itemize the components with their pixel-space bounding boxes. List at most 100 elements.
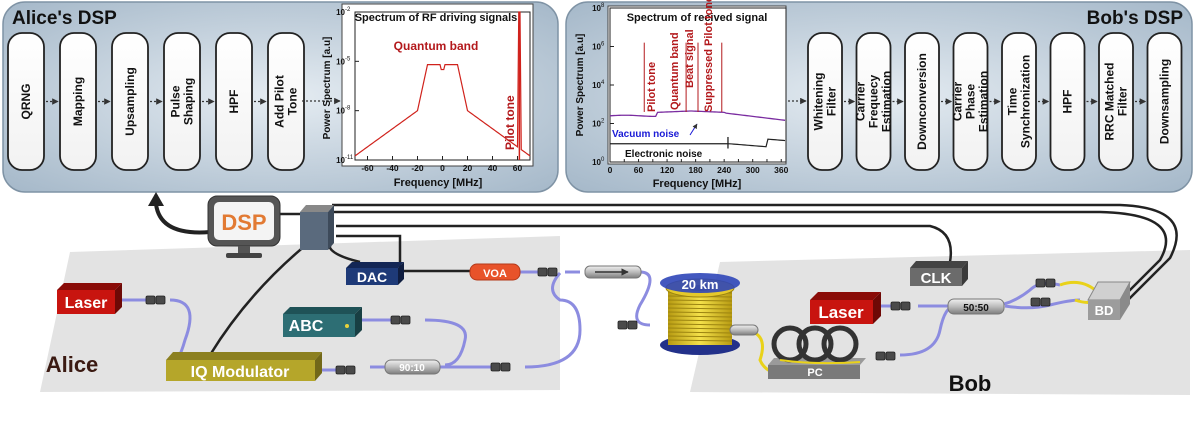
iq-modulator: IQ Modulator: [166, 352, 322, 381]
fiber-connector: [1035, 278, 1046, 288]
dsp-screen-label: DSP: [221, 210, 266, 235]
fiber-connector: [490, 362, 501, 372]
bob-ytick-exponent: 6: [601, 42, 605, 48]
dsp-block-label: Frequecy: [867, 74, 881, 128]
fiber-connector: [547, 267, 558, 277]
bob-label: Bob: [949, 371, 992, 396]
coupler-50-50: 50:50: [947, 298, 1005, 315]
dsp-computer: DSP: [207, 195, 281, 258]
alice-ytick-label: 10: [336, 8, 345, 17]
alice-xtick-label: 60: [513, 163, 523, 173]
dsp-block-label: HPF: [1061, 90, 1075, 114]
bd-label: BD: [1095, 303, 1114, 318]
fiber-connector: [1040, 297, 1051, 307]
bob-xtick-label: 180: [689, 165, 703, 175]
fiber-connector: [400, 315, 411, 325]
alice-ytick-exponent: -5: [345, 56, 351, 62]
dac-device: DAC: [346, 262, 404, 285]
alice-ytick-label: 10: [336, 57, 345, 66]
pc-label: PC: [807, 367, 822, 379]
clk-device: CLK: [910, 261, 968, 287]
coupler-50-50-label: 50:50: [963, 303, 989, 314]
coupler-90-10-label: 90:10: [399, 363, 425, 374]
alice-chart-ylabel: Power Spectrum [a.u]: [322, 37, 333, 140]
alice-chart-title: Spectrum of RF driving signals: [355, 12, 518, 24]
bob-chart-xlabel: Frequency [MHz]: [653, 178, 742, 190]
dsp-block-label: Filter: [825, 87, 839, 117]
fiber-connector: [390, 315, 401, 325]
fiber-connector: [900, 301, 911, 311]
alice-quantum-band-label: Quantum band: [394, 39, 479, 53]
alice-ytick-exponent: -2: [345, 7, 351, 13]
voa-device: VOA: [469, 263, 521, 281]
alice-label: Alice: [46, 352, 99, 377]
fiber-connector: [155, 295, 166, 305]
alice-xtick-label: 20: [463, 163, 473, 173]
dsp-block-downsampling: Downsampling: [1146, 32, 1183, 171]
abc-label: ABC: [289, 318, 324, 335]
isolator: [584, 265, 642, 279]
dsp-block-hpf: HPF: [215, 32, 253, 171]
bob-xtick-label: 120: [660, 165, 674, 175]
dsp-block-label: Pulse: [169, 85, 183, 117]
dsp-block-label: Upsampling: [123, 67, 137, 136]
alice-xtick-label: 40: [488, 163, 498, 173]
bob-ytick-label: 10: [592, 120, 601, 129]
dsp-block-label: HPF: [227, 90, 241, 114]
bob-vacuum-noise-label: Vacuum noise: [612, 129, 680, 140]
alice-laser-label: Laser: [65, 295, 108, 312]
alice-xtick-label: -20: [411, 163, 424, 173]
coupler-90-10: 90:10: [384, 359, 441, 375]
dsp-block-label: Estimation: [880, 71, 894, 132]
dsp-block-label: Phase: [964, 83, 978, 119]
fiber-connector: [875, 351, 886, 361]
fiber-connector: [335, 365, 346, 375]
bob-ytick-label: 10: [592, 81, 601, 90]
alice-xtick-label: -40: [386, 163, 399, 173]
dsp-block-label: Tone: [286, 87, 300, 115]
dsp-block-label: Whitening: [812, 73, 826, 131]
fiber-connector: [627, 320, 638, 330]
dsp-block-label: Add Pilot: [273, 75, 287, 128]
bob-chart-title: Spectrum of recived signal: [627, 12, 768, 24]
bob-xtick-label: 60: [634, 165, 644, 175]
bob-chart-ylabel: Power Spectrum [a.u]: [575, 34, 586, 137]
bob-xtick-label: 300: [746, 165, 760, 175]
alice-xtick-label: 0: [440, 163, 445, 173]
dsp-block-label: Mapping: [71, 77, 85, 126]
dsp-block-label: Filter: [1116, 87, 1130, 117]
dsp-up-arrow: [148, 192, 164, 206]
bob-xtick-label: 0: [608, 165, 613, 175]
bob-ytick-exponent: 4: [601, 80, 605, 86]
bob-laser-label: Laser: [818, 303, 864, 322]
bob-xtick-label: 240: [717, 165, 731, 175]
polarization-controller: PC: [768, 325, 866, 379]
alice-ytick-exponent: -11: [345, 155, 354, 161]
network-switch: [300, 205, 334, 250]
fiber-connector: [500, 362, 511, 372]
fiber-connector: [1030, 297, 1041, 307]
alice-pilot-tone-label: Pilot tone: [503, 95, 517, 150]
alice-laser: Laser: [57, 283, 122, 314]
bob-laser: Laser: [810, 292, 881, 324]
fiber-connector: [537, 267, 548, 277]
dsp-block-mapping: Mapping: [59, 32, 97, 171]
dsp-block-label: Shaping: [182, 78, 196, 125]
fiber-connectors: [145, 267, 1056, 375]
dsp-block-label: Downsampling: [1158, 59, 1172, 144]
bob-ytick-exponent: 2: [601, 119, 605, 125]
bob-ytick-exponent: 0: [601, 157, 605, 163]
bob-ytick-label: 10: [592, 158, 601, 167]
